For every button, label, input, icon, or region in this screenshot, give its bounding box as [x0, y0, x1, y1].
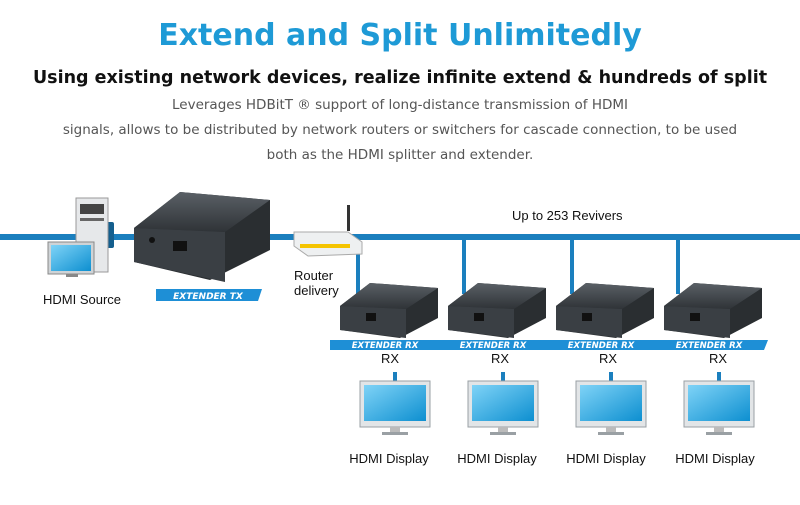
rx-strip-text: EXTENDER RX — [676, 341, 743, 351]
rx-label: RX — [490, 351, 510, 366]
description-line-3: both as the HDMI splitter and extender. — [266, 147, 534, 163]
extender-rx-strip: EXTENDER RX — [330, 340, 444, 351]
hdmi-display-label: HDMI Display — [457, 451, 537, 466]
rx-strip-text: EXTENDER RX — [460, 341, 527, 351]
receiver-devices: EXTENDER RX EXTENDER RX EXTENDER RX EXTENDE… — [330, 283, 768, 351]
monitor-icon — [47, 241, 95, 277]
extender-rx-strip: EXTENDER RX — [654, 340, 768, 351]
router-icon — [293, 205, 363, 257]
extender-rx-device — [448, 283, 546, 338]
hdmi-display-label: HDMI Display — [349, 451, 429, 466]
extender-rx-device — [340, 283, 438, 338]
extender-rx-strip: EXTENDER RX — [438, 340, 552, 351]
rx-label: RX — [380, 351, 400, 366]
tx-strip-text: EXTENDER TX — [173, 292, 244, 302]
receivers-count-label: Up to 253 Revivers — [512, 208, 623, 223]
description-line-2: signals, allows to be distributed by net… — [62, 122, 738, 138]
display-monitor-icon — [575, 372, 647, 435]
rx-strip-text: EXTENDER RX — [352, 341, 419, 351]
hdmi-displays — [359, 372, 755, 435]
page-title: Extend and Split Unlimitedly — [158, 18, 642, 53]
display-monitor-icon — [683, 372, 755, 435]
rx-label: RX — [598, 351, 618, 366]
router-label-line1: Router — [294, 268, 334, 283]
extender-rx-strip: EXTENDER RX — [546, 340, 660, 351]
page-subtitle: Using existing network devices, realize … — [32, 68, 768, 88]
network-cables — [0, 222, 800, 294]
rx-label: RX — [708, 351, 728, 366]
rx-strip-text: EXTENDER RX — [568, 341, 635, 351]
extender-rx-device — [664, 283, 762, 338]
hdmi-display-label: HDMI Display — [566, 451, 646, 466]
extender-tx-strip: EXTENDER TX — [156, 289, 262, 302]
router-label-line2: delivery — [294, 283, 339, 298]
display-monitor-icon — [359, 372, 431, 435]
extender-rx-device — [556, 283, 654, 338]
hdmi-display-label: HDMI Display — [675, 451, 755, 466]
description-line-1: Leverages HDBitT ® support of long-dista… — [171, 97, 629, 113]
hdmi-source-label: HDMI Source — [43, 292, 122, 307]
extender-tx-device — [134, 192, 270, 282]
display-monitor-icon — [467, 372, 539, 435]
